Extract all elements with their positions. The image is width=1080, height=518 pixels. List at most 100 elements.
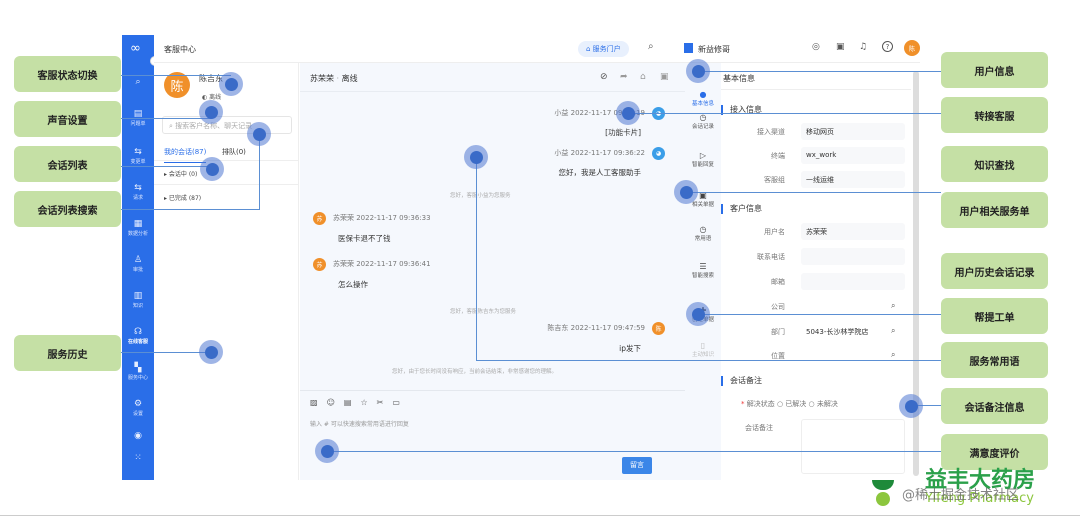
radio-unresolved[interactable]: ○ 未解决 <box>808 400 838 408</box>
field-service-group: 客服组一线运维 <box>721 171 911 189</box>
side-tab-basic-info[interactable]: ●基本信息 <box>685 90 721 107</box>
divider <box>300 390 685 391</box>
emoji-icon[interactable]: ☺ <box>326 398 335 407</box>
clock-icon: ◷ <box>699 225 707 234</box>
target-icon[interactable]: ◎ <box>812 42 820 52</box>
radio-resolved[interactable]: ○ 已解决 <box>776 400 807 408</box>
nav-change[interactable]: ⇆变更单 <box>122 147 154 165</box>
image-icon[interactable]: ▨ <box>310 398 318 407</box>
user-icon: ● <box>699 90 707 99</box>
nav-analytics[interactable]: ▦数据分析 <box>122 219 154 237</box>
group-completed[interactable]: ▸ 已完成 (87) <box>164 195 202 202</box>
search-icon[interactable]: ⌕ <box>891 326 896 335</box>
callout-knowledge: 知识查找 <box>941 146 1048 182</box>
caret-right-icon: ▸ <box>164 171 169 178</box>
callout-notes: 会话备注信息 <box>941 388 1048 424</box>
section-notes: 会话备注 <box>721 376 762 386</box>
connector-line <box>476 360 941 361</box>
star-icon[interactable]: ☆ <box>360 398 368 407</box>
callout-session-list: 会话列表 <box>14 146 121 182</box>
callout-phrases: 服务常用语 <box>941 342 1048 378</box>
message-text: 医保卡退不了钱 <box>338 234 391 243</box>
side-tabs: ●基本信息 ◷会话记录 ▷智能回复 ▣相关单据 ◷常用语 ☰智能搜索 ✚创建单据… <box>685 63 721 480</box>
calendar-icon[interactable]: ▣ <box>836 42 845 52</box>
session-search-input[interactable]: ⌕ 搜索客户名称、聊天记录 <box>162 116 292 134</box>
approval-icon: ♙ <box>133 255 143 265</box>
callout-sound-settings: 声音设置 <box>14 101 121 137</box>
message-text: ip发下 <box>619 344 641 353</box>
callout-service-history: 服务历史 <box>14 335 121 371</box>
message-meta: 苏荣荣 2022-11-17 09:36:41 <box>333 260 431 268</box>
chat-header-name: 苏荣荣 · 离线 <box>310 74 358 83</box>
search-icon[interactable]: ⌕ <box>891 301 896 310</box>
connector-line <box>121 118 211 119</box>
message-input[interactable]: 输入 # 可以快速搜索常用语进行回复 <box>310 421 409 428</box>
customer-avatar: 苏 <box>313 258 326 271</box>
note-textarea[interactable] <box>801 419 905 474</box>
message-text: 怎么操作 <box>338 280 368 289</box>
side-tab-smart-reply[interactable]: ▷智能回复 <box>685 151 721 168</box>
block-icon[interactable]: ⊘ <box>600 72 608 82</box>
hotspot-dot <box>199 340 223 364</box>
search-icon[interactable]: ⌕ <box>891 350 896 359</box>
file-icon[interactable]: ▤ <box>343 398 352 407</box>
nav-apps[interactable]: ⁙ <box>122 453 154 464</box>
nav-problem[interactable]: ▤问题单 <box>122 109 154 127</box>
nav-search[interactable]: ⌕ <box>122 77 154 88</box>
portal-button[interactable]: ⌂ 服务门户 <box>578 41 629 57</box>
hotspot-dot <box>464 145 488 169</box>
side-tab-phrases[interactable]: ◷常用语 <box>685 225 721 242</box>
field-username: 用户名苏荣荣 <box>721 223 911 241</box>
connector-line <box>628 113 941 114</box>
tab-my-sessions[interactable]: 我的会话(87) <box>164 147 207 163</box>
callout-user-info: 用户信息 <box>941 52 1048 88</box>
connector-line <box>259 134 260 210</box>
ticket-icon: ▣ <box>699 191 707 200</box>
tenant-name[interactable]: 新益修哥 <box>698 45 730 54</box>
side-tab-session-records[interactable]: ◷会话记录 <box>685 113 721 130</box>
search-icon: ⌕ <box>135 77 141 87</box>
watermark-text: @稀土掘金技术社区 <box>902 488 1020 503</box>
card-icon[interactable]: ▭ <box>392 398 400 407</box>
input-toolbar: ▨ ☺ ▤ ☆ ✂ ▭ <box>310 398 409 407</box>
topbar: 客服中心 ⌂ 服务门户 ⌕ 新益修哥 ◎ ▣ ♫ ? 陈 <box>154 35 920 63</box>
hotspot-dot <box>674 180 698 204</box>
field-location: 位置⌕ <box>721 347 911 365</box>
nav-robot[interactable]: ◉ <box>122 431 154 442</box>
group-active[interactable]: ▸ 会话中 (0) <box>164 171 198 178</box>
nav-settings[interactable]: ⚙设置 <box>122 399 154 417</box>
tab-queue[interactable]: 排队(0) <box>222 148 246 156</box>
side-tab-related-tickets[interactable]: ▣相关单据 <box>685 191 721 208</box>
nav-approval[interactable]: ♙审批 <box>122 255 154 273</box>
user-avatar[interactable]: 陈 <box>904 40 920 56</box>
transfer-icon[interactable]: ➦ <box>620 72 628 82</box>
lock-icon[interactable]: ⌂ <box>640 72 646 82</box>
note-label: 会话备注 <box>745 424 773 432</box>
side-tab-active-knowledge[interactable]: ▯主动知识 <box>685 341 721 358</box>
agent-status-toggle[interactable]: ◐ 离线 <box>202 94 222 101</box>
nav-knowledge[interactable]: ▥知识 <box>122 291 154 309</box>
list-search-icon: ☰ <box>699 262 707 271</box>
nav-request[interactable]: ⇆请求 <box>122 183 154 201</box>
connector-line <box>698 71 941 72</box>
nav-sidebar: ∞ › ⌕ ▤问题单 ⇆变更单 ⇆请求 ▦数据分析 ♙审批 ▥知识 ☊在线客服 … <box>122 35 160 480</box>
brand-name-cn: 益丰大药房 <box>925 468 1036 493</box>
connector-line <box>121 352 211 353</box>
agent-avatar: 陈 <box>652 322 665 335</box>
scissors-icon[interactable]: ✂ <box>376 398 384 407</box>
message-text: [功能卡片] <box>605 128 641 137</box>
send-button[interactable]: 留言 <box>622 457 652 474</box>
resolve-status: * 解决状态 ○ 已解决 ○ 未解决 <box>741 400 838 408</box>
nav-online-service[interactable]: ☊在线客服 <box>122 327 154 345</box>
side-tab-smart-search[interactable]: ☰智能搜索 <box>685 262 721 279</box>
ticket-icon[interactable]: ▣ <box>660 72 669 82</box>
help-icon[interactable]: ? <box>882 41 893 52</box>
nav-service-center[interactable]: ▚服务中心 <box>122 363 154 381</box>
connector-line <box>698 314 941 315</box>
scrollbar[interactable] <box>913 71 919 476</box>
bell-icon[interactable]: ♫ <box>859 42 868 52</box>
search-icon[interactable]: ⌕ <box>648 41 654 52</box>
connector-line <box>121 209 259 210</box>
